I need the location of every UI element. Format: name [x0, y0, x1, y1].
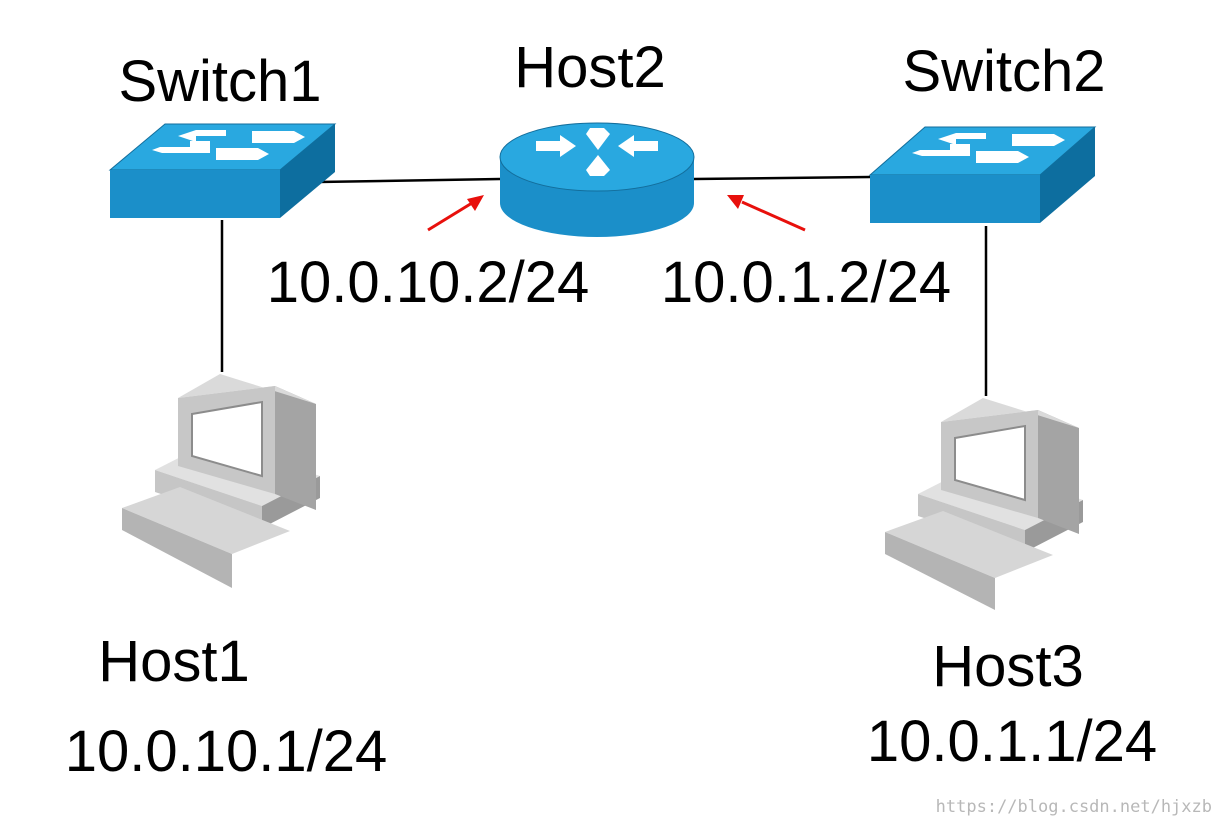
switch-front: [870, 175, 1040, 223]
switch2-device[interactable]: [868, 126, 1097, 223]
host2-right-ip-label: 10.0.1.2/24: [661, 250, 951, 315]
switch-arrows-icon: [912, 133, 1065, 163]
arrow-host2-right-interface: [727, 195, 806, 232]
pc-monitor-side: [1038, 410, 1079, 534]
link-switch1-host2: [317, 177, 501, 184]
switch-arrows-icon: [152, 130, 305, 160]
pc-keyboard-edge: [122, 508, 232, 588]
host3-ip-label: 10.0.1.1/24: [867, 709, 1157, 774]
pc-keyboard: [885, 511, 1053, 578]
switch-front: [110, 170, 280, 218]
host1-ip-label: 10.0.10.1/24: [65, 719, 388, 784]
host2-router[interactable]: [499, 122, 695, 237]
pc-monitor-top: [178, 374, 316, 404]
pc-monitor-side: [275, 386, 316, 510]
router-arrows-icon: [536, 128, 658, 176]
pc-keyboard-edge: [885, 532, 995, 610]
switch-side: [1040, 127, 1095, 223]
host2-left-ip-label: 10.0.10.2/24: [267, 250, 590, 315]
links: [220, 175, 988, 396]
host2-label: Host2: [514, 35, 666, 100]
pc-keyboard: [122, 487, 290, 554]
host3-pc[interactable]: [885, 398, 1083, 610]
pc-screen: [191, 400, 263, 478]
host1-pc[interactable]: [122, 374, 320, 588]
host1-label: Host1: [98, 629, 250, 694]
interface-arrows: [427, 195, 806, 232]
arrow-host2-left-interface: [427, 195, 484, 232]
host3-label: Host3: [932, 634, 1084, 699]
switch1-label: Switch1: [118, 49, 321, 114]
switch2-label: Switch2: [902, 39, 1105, 104]
switch1-device[interactable]: [108, 123, 337, 218]
link-host2-switch2: [693, 175, 871, 181]
pc-monitor-top: [941, 398, 1079, 428]
watermark: https://blog.csdn.net/hjxzb: [936, 797, 1212, 817]
switch-side: [280, 124, 335, 218]
pc-screen: [954, 424, 1026, 502]
